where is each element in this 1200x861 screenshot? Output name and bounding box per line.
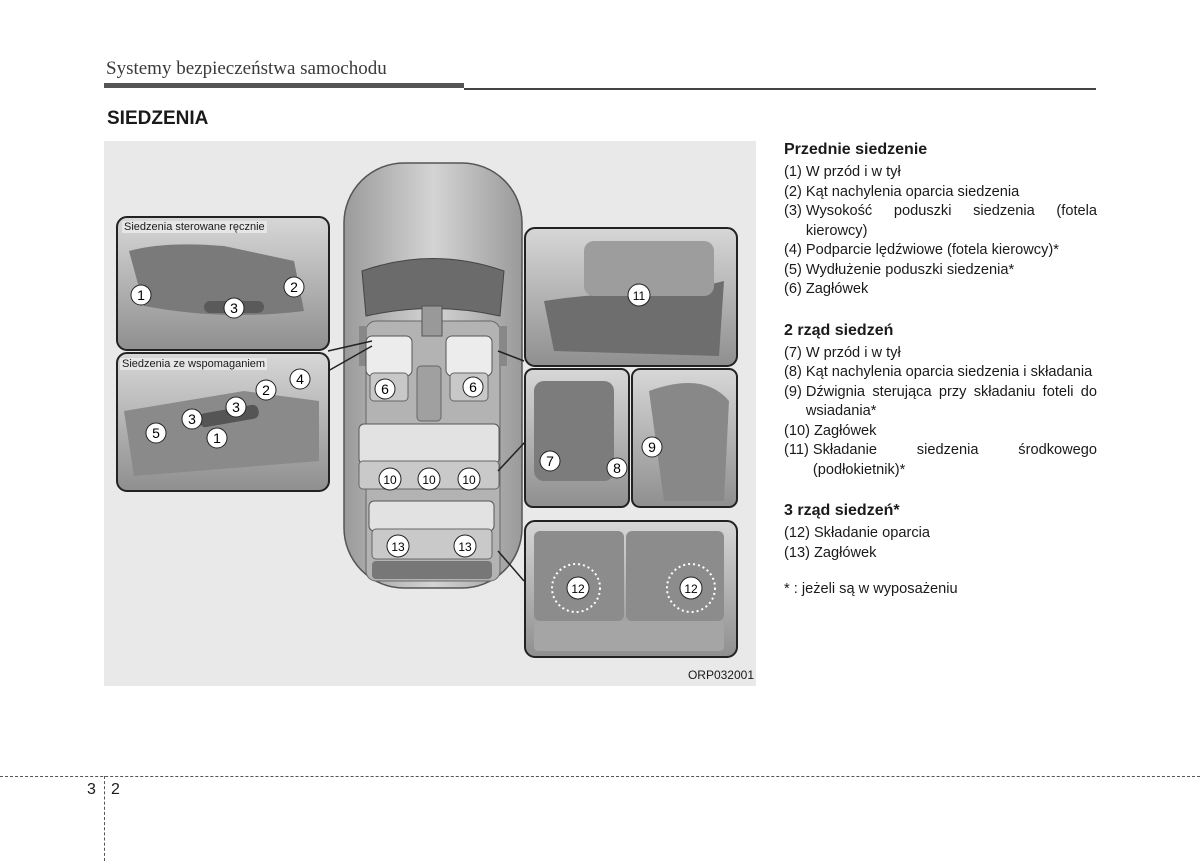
svg-text:6: 6 bbox=[469, 379, 477, 395]
svg-text:7: 7 bbox=[546, 453, 554, 469]
chapter-number: 3 bbox=[87, 781, 96, 798]
svg-text:12: 12 bbox=[571, 582, 585, 596]
svg-text:3: 3 bbox=[232, 399, 240, 415]
svg-text:12: 12 bbox=[684, 582, 698, 596]
list-item: (7)W przód i w tył bbox=[784, 344, 901, 361]
list-item: (3)Wysokość poduszki siedzenia (fotela k… bbox=[784, 203, 1097, 239]
footer-rule bbox=[0, 776, 1200, 777]
inset-manual bbox=[116, 216, 330, 351]
section-title: SIEDZENIA bbox=[107, 108, 209, 129]
footnote: * : jeżeli są w wyposażeniu bbox=[784, 581, 958, 597]
car-top-view bbox=[343, 162, 523, 589]
callout-1b: 1 bbox=[206, 427, 228, 449]
callout-10a: 10 bbox=[378, 467, 402, 491]
callout-2: 2 bbox=[283, 276, 305, 298]
header-rule bbox=[464, 88, 1096, 90]
svg-text:2: 2 bbox=[290, 279, 298, 295]
svg-text:3: 3 bbox=[188, 411, 196, 427]
header-title: Systemy bezpieczeństwa samochodu bbox=[106, 58, 387, 79]
svg-text:5: 5 bbox=[152, 425, 160, 441]
callout-6b: 6 bbox=[462, 376, 484, 398]
list-item: (2)Kąt nachylenia oparcia siedzenia bbox=[784, 183, 1020, 200]
callout-10c: 10 bbox=[457, 467, 481, 491]
callout-3: 3 bbox=[223, 297, 245, 319]
row2-section: 2 rząd siedzeń (7)W przód i w tył (8)Kąt… bbox=[784, 321, 1097, 481]
callout-11: 11 bbox=[627, 283, 651, 307]
page-number: 2 bbox=[111, 781, 120, 798]
callout-8: 8 bbox=[606, 457, 628, 479]
row3-title: 3 rząd siedzeń* bbox=[784, 502, 900, 519]
legend-column: Przednie siedzenie (1)W przód i w tył (2… bbox=[784, 140, 1097, 600]
inset-row3-trunk bbox=[524, 520, 738, 658]
callout-markers: 1 2 3 2 4 3 3 5 1 6 6 10 10 10 13 13 11 … bbox=[130, 276, 703, 600]
row2-title: 2 rząd siedzeń bbox=[784, 321, 894, 339]
svg-text:10: 10 bbox=[383, 473, 397, 487]
callout-13b: 13 bbox=[453, 534, 477, 558]
seat-diagram: 1 2 3 2 4 3 3 5 1 6 6 10 10 10 13 13 11 … bbox=[116, 162, 738, 658]
callout-12b: 12 bbox=[679, 576, 703, 600]
inset-manual-label: Siedzenia sterowane ręcznie bbox=[122, 221, 267, 233]
callout-4: 4 bbox=[289, 368, 311, 390]
callout-2b: 2 bbox=[255, 379, 277, 401]
callout-12a: 12 bbox=[566, 576, 590, 600]
svg-text:9: 9 bbox=[648, 439, 656, 455]
callout-3c: 3 bbox=[225, 396, 247, 418]
svg-text:3: 3 bbox=[230, 300, 238, 316]
list-item: (5)Wydłużenie poduszki siedzenia* bbox=[784, 261, 1015, 278]
front-seat-section: Przednie siedzenie (1)W przód i w tył (2… bbox=[784, 140, 1097, 300]
list-item: (13)Zagłówek bbox=[784, 544, 877, 561]
svg-text:1: 1 bbox=[213, 430, 221, 446]
svg-text:10: 10 bbox=[462, 473, 476, 487]
list-item: (11)Składanie siedzenia środkowego (podł… bbox=[784, 442, 1097, 478]
list-item: (12)Składanie oparcia bbox=[784, 525, 930, 541]
inset-power-label: Siedzenia ze wspomaganiem bbox=[120, 358, 268, 370]
svg-text:11: 11 bbox=[633, 289, 646, 303]
svg-text:4: 4 bbox=[296, 371, 304, 387]
figure-code: ORP032001 bbox=[687, 668, 754, 682]
svg-text:10: 10 bbox=[422, 473, 436, 487]
callout-1: 1 bbox=[130, 284, 152, 306]
list-item: (6)Zagłówek bbox=[784, 281, 869, 297]
svg-text:13: 13 bbox=[391, 540, 405, 554]
callout-5: 5 bbox=[145, 422, 167, 444]
seat-illustration: 1 2 3 2 4 3 3 5 1 6 6 10 10 10 13 13 11 … bbox=[104, 141, 756, 686]
leader-lines bbox=[327, 340, 527, 582]
svg-text:8: 8 bbox=[613, 460, 621, 476]
row3-section: 3 rząd siedzeń* (12)Składanie oparcia (1… bbox=[784, 501, 1097, 563]
list-item: (4)Podparcie lędźwiowe (fotela kierowcy)… bbox=[784, 242, 1059, 258]
svg-text:2: 2 bbox=[262, 382, 270, 398]
list-item: (9)Dźwignia sterująca przy składaniu fot… bbox=[784, 383, 1097, 420]
callout-7: 7 bbox=[539, 450, 561, 472]
callout-9: 9 bbox=[641, 436, 663, 458]
list-item: (10)Zagłówek bbox=[784, 422, 877, 439]
list-item: (8)Kąt nachylenia oparcia siedzenia i sk… bbox=[784, 364, 1093, 380]
header-bar bbox=[104, 83, 464, 88]
front-seat-title: Przednie siedzenie bbox=[784, 141, 928, 158]
list-item: (1)W przód i w tył bbox=[784, 164, 901, 180]
svg-text:6: 6 bbox=[381, 381, 389, 397]
svg-text:1: 1 bbox=[137, 287, 145, 303]
footer-divider bbox=[104, 776, 105, 861]
callout-10b: 10 bbox=[417, 467, 441, 491]
svg-text:13: 13 bbox=[458, 540, 472, 554]
callout-3b: 3 bbox=[181, 408, 203, 430]
inset-row2-seat bbox=[524, 368, 738, 508]
callout-13a: 13 bbox=[386, 534, 410, 558]
callout-6a: 6 bbox=[374, 378, 396, 400]
